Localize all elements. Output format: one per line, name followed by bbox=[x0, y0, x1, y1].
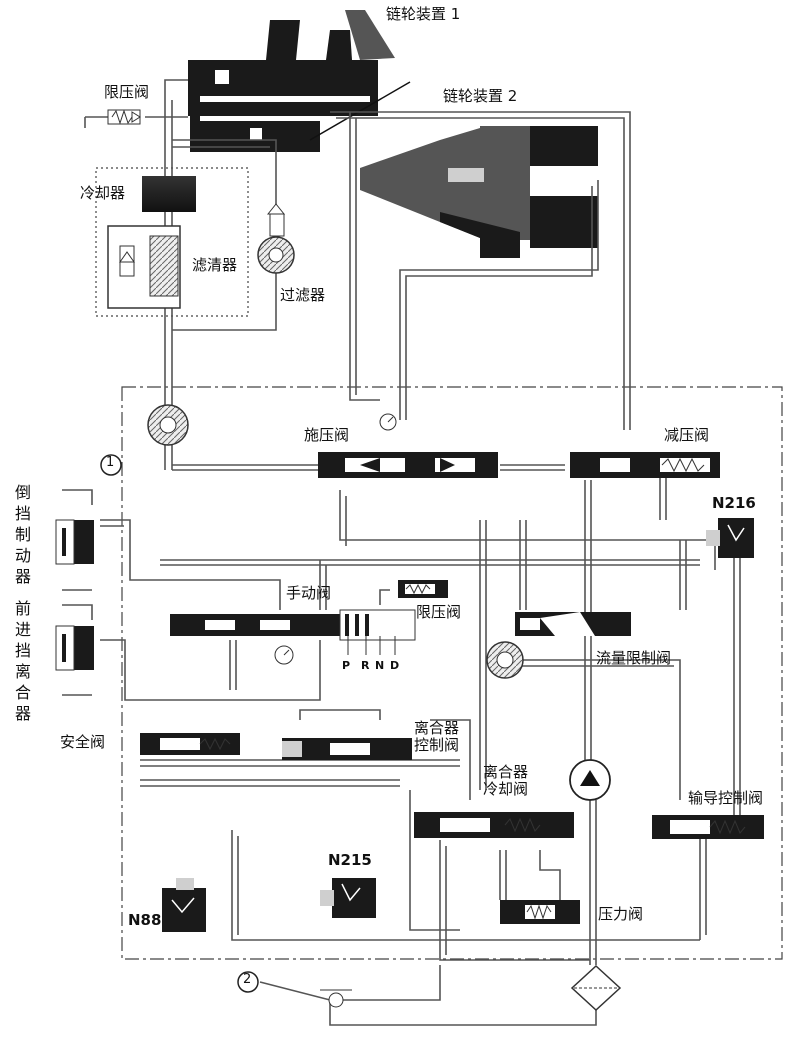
oil-pump bbox=[569, 759, 611, 801]
marker-2-circle bbox=[237, 971, 259, 993]
pressure-gauge-2 bbox=[274, 645, 294, 665]
flow-limit-valve-body bbox=[515, 612, 631, 636]
main-filter bbox=[147, 404, 189, 446]
label-marker-2: 2 bbox=[243, 972, 252, 987]
sump-filter bbox=[570, 964, 622, 1012]
label-pressure-valve: 压力阀 bbox=[598, 905, 644, 923]
n216-solenoid bbox=[706, 518, 754, 558]
label-gear-p: P bbox=[342, 659, 351, 672]
label-clutch-cooling-valve: 离合器 冷却阀 bbox=[483, 763, 529, 799]
label-cooler: 冷却器 bbox=[80, 184, 126, 202]
pressure-valve-body bbox=[500, 900, 580, 924]
pulley-set-1 bbox=[188, 10, 411, 152]
label-clutch-control-valve: 离合器 控制阀 bbox=[414, 719, 460, 755]
pilot-control-valve-body bbox=[652, 815, 764, 839]
check-valve-bottom bbox=[320, 989, 352, 1008]
label-gear-n: N bbox=[375, 659, 385, 672]
reverse-brake-actuator bbox=[55, 519, 94, 565]
pipe-network bbox=[62, 79, 741, 1026]
label-n216: N216 bbox=[712, 494, 756, 512]
label-manual-valve: 手动阀 bbox=[286, 584, 332, 602]
n215-solenoid bbox=[320, 878, 376, 918]
label-pulley-2: 链轮装置 2 bbox=[443, 87, 518, 105]
label-n88: N88 bbox=[128, 911, 162, 929]
apply-valve-body bbox=[318, 452, 498, 478]
control-unit-boundary bbox=[121, 386, 783, 960]
flow-restrictor bbox=[486, 641, 524, 679]
pulley-set-2 bbox=[360, 126, 598, 258]
label-filter: 过滤器 bbox=[280, 286, 326, 304]
label-n215: N215 bbox=[328, 851, 372, 869]
label-strainer: 滤清器 bbox=[192, 256, 238, 274]
label-apply-valve: 施压阀 bbox=[304, 426, 350, 444]
label-safety-valve: 安全阀 bbox=[60, 733, 106, 751]
cooler-block bbox=[142, 176, 196, 212]
label-gear-r: R bbox=[361, 659, 370, 672]
reduce-valve-body bbox=[570, 452, 720, 478]
n88-solenoid bbox=[162, 878, 206, 932]
strainer-assembly bbox=[107, 225, 181, 309]
marker-1-circle bbox=[100, 454, 122, 476]
label-pulley-1: 链轮装置 1 bbox=[386, 5, 461, 23]
limit-valve-top bbox=[107, 109, 141, 125]
label-reverse-brake: 倒挡制动器 bbox=[14, 483, 31, 586]
label-gear-d: D bbox=[390, 659, 400, 672]
filter-element bbox=[257, 203, 295, 274]
label-forward-clutch: 前进挡离合器 bbox=[14, 599, 31, 723]
label-reduce-valve: 减压阀 bbox=[664, 426, 710, 444]
pressure-gauge-1 bbox=[379, 413, 397, 431]
manual-valve-body bbox=[170, 609, 416, 655]
limit-valve-mid-body bbox=[398, 580, 448, 598]
clutch-cooling-valve-body bbox=[414, 812, 574, 838]
label-marker-1: 1 bbox=[106, 455, 115, 470]
label-pilot-control-valve: 输导控制阀 bbox=[688, 789, 764, 807]
clutch-control-valve-body bbox=[282, 738, 412, 760]
label-limit-valve-mid: 限压阀 bbox=[416, 603, 462, 621]
forward-clutch-actuator bbox=[55, 625, 94, 671]
label-flow-limit-valve: 流量限制阀 bbox=[596, 649, 672, 667]
safety-valve-body bbox=[140, 733, 240, 755]
label-limit-valve-top: 限压阀 bbox=[104, 83, 150, 101]
